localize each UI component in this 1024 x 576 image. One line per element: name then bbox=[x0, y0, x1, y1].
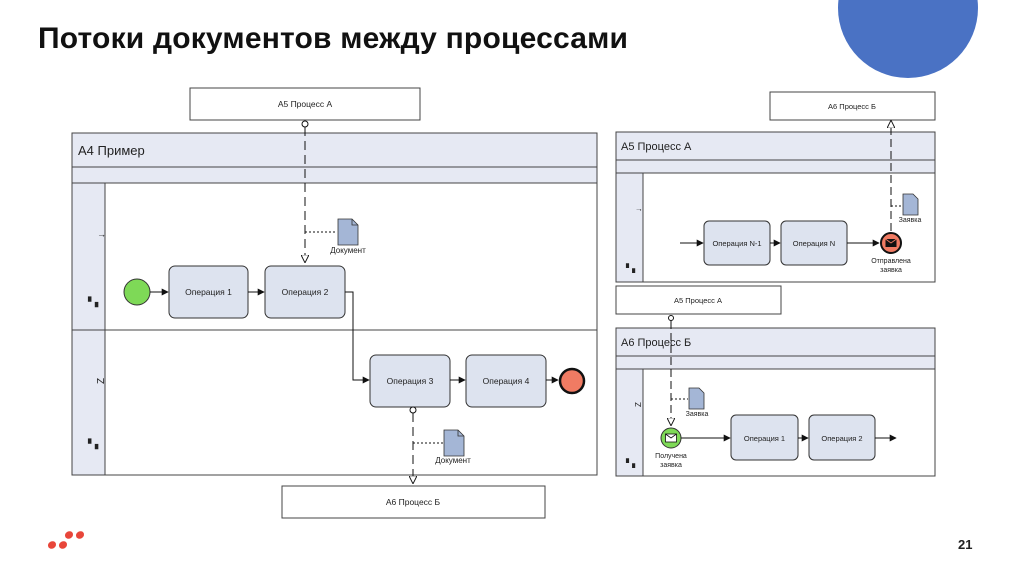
rt-end-label-1: Отправлена bbox=[871, 258, 911, 265]
lane2-icon: ▘▖ bbox=[87, 438, 102, 450]
rb-external-label: А5 Процесс А bbox=[674, 296, 722, 305]
svg-text:Z: Z bbox=[634, 402, 643, 407]
document-icon-1 bbox=[337, 218, 359, 246]
task-operation-3[interactable] bbox=[369, 354, 451, 408]
rb-start-label-2: заявка bbox=[660, 462, 682, 469]
rb-document-label: Заявка bbox=[686, 411, 709, 418]
end-event[interactable] bbox=[558, 367, 586, 395]
task-operation-3-label: Операция 3 bbox=[387, 376, 434, 386]
rb-lane-header bbox=[615, 368, 644, 477]
pool-a4-title: А4 Пример bbox=[78, 143, 145, 158]
rt-external-label: А6 Процесс Б bbox=[828, 102, 876, 111]
start-event[interactable] bbox=[123, 278, 151, 306]
external-process-b-label: А6 Процесс Б bbox=[386, 497, 441, 507]
external-process-b-box[interactable] bbox=[281, 485, 546, 519]
svg-text:▘▖: ▘▖ bbox=[625, 458, 638, 468]
rb-external-box[interactable] bbox=[615, 285, 782, 315]
right-top-diagram: А6 Процесс Б А5 Процесс А ↓ ▘▖ Операция … bbox=[615, 91, 936, 283]
task-operation-2-label: Операция 2 bbox=[282, 287, 329, 297]
rb-task-operation-2-label: Операция 2 bbox=[821, 434, 862, 443]
company-logo bbox=[47, 531, 85, 549]
right-bottom-diagram: А5 Процесс А А6 Процесс Б Z ▘▖ Заявка По… bbox=[615, 285, 936, 477]
svg-text:↓: ↓ bbox=[634, 208, 643, 212]
document-1-label: Документ bbox=[330, 246, 366, 255]
external-process-a-box[interactable] bbox=[189, 87, 421, 121]
pool-a4-subheader bbox=[71, 166, 598, 184]
rt-pool-header bbox=[615, 131, 936, 161]
lane1-icon: ▘▖ bbox=[87, 296, 102, 308]
rt-document-icon bbox=[902, 193, 919, 216]
lane1-header-glyph: ↓ bbox=[96, 234, 106, 239]
rt-document-label: Заявка bbox=[899, 217, 922, 224]
document-2-label: Документ bbox=[435, 456, 471, 465]
external-process-a-label: А5 Процесс А bbox=[278, 99, 333, 109]
lane2-header-glyph: Z bbox=[96, 378, 107, 384]
page-number: 21 bbox=[958, 537, 973, 552]
rb-pool-header bbox=[615, 327, 936, 357]
task-operation-4[interactable] bbox=[465, 354, 547, 408]
rt-end-label-2: заявка bbox=[880, 267, 902, 274]
task-operation-1-label: Операция 1 bbox=[185, 287, 232, 297]
rt-external-box[interactable] bbox=[769, 91, 936, 121]
svg-text:▘▖: ▘▖ bbox=[625, 263, 638, 273]
rt-pool-title: А5 Процесс А bbox=[621, 141, 692, 153]
pool-a4-header bbox=[71, 132, 598, 168]
task-operation-4-label: Операция 4 bbox=[483, 376, 530, 386]
rt-task-n-1-label: Операция N-1 bbox=[712, 239, 761, 248]
rt-task-n-label: Операция N bbox=[793, 239, 835, 248]
rb-pool-title: А6 Процесс Б bbox=[621, 337, 691, 349]
rb-document-icon bbox=[688, 387, 705, 410]
left-diagram: А5 Процесс А А4 Пример ↓ ▘▖ Z ▘▖ Операци… bbox=[71, 87, 598, 519]
rb-start-label-1: Получена bbox=[655, 453, 687, 460]
rb-task-operation-1-label: Операция 1 bbox=[744, 434, 785, 443]
rt-lane-header bbox=[615, 172, 644, 283]
slide-title: Потоки документов между процессами bbox=[38, 22, 629, 55]
pool-a4-lane-headers bbox=[71, 182, 106, 476]
document-icon-2 bbox=[443, 429, 465, 457]
